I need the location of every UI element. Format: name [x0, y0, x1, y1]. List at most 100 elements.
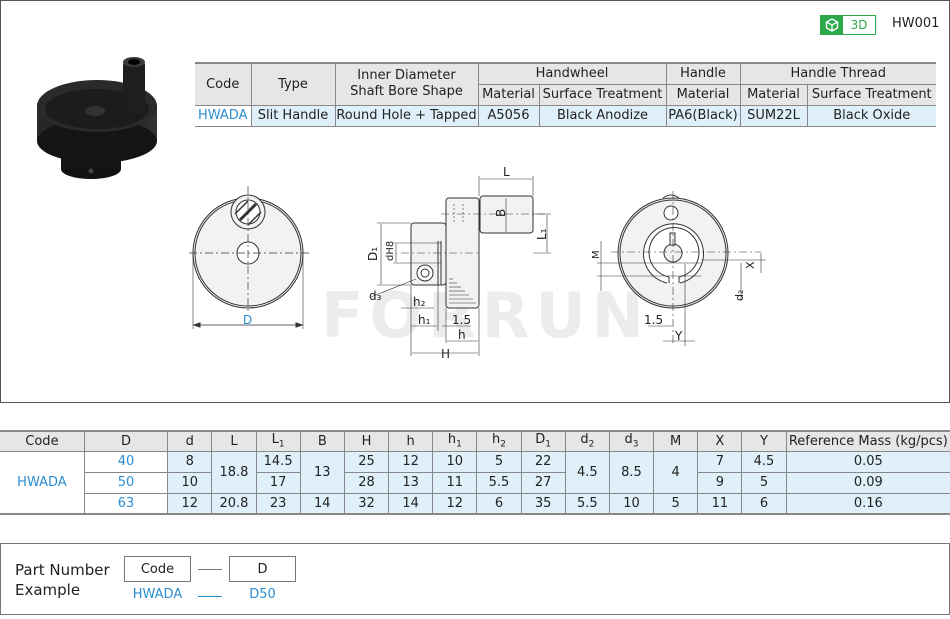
cell-thread-surface: Black Oxide: [806, 104, 936, 127]
example-separator: [198, 596, 222, 597]
cell-d2: 5.5: [564, 492, 610, 515]
code-link[interactable]: HWADA: [195, 104, 252, 127]
header-handwheel: Handwheel: [477, 63, 667, 85]
cell-h: 12: [388, 450, 434, 473]
cell-Y: 4.5: [741, 450, 787, 473]
svg-text:h₂: h₂: [413, 295, 426, 309]
cell-B: 14: [299, 492, 345, 515]
code-field: Code: [124, 556, 191, 582]
example-code: HWADA: [132, 587, 183, 602]
cell-D1: 22: [520, 450, 566, 473]
svg-text:L: L: [503, 165, 510, 179]
svg-text:M: M: [591, 250, 602, 259]
dim-header-row: Code D d L L1 B H h h1 h2 D1 d2 d3 M X Y…: [0, 430, 950, 452]
separator: [198, 569, 222, 570]
cell-d3: 10: [608, 492, 655, 515]
table-row: HWADA 40 8 18.8 14.5 13 25 12 10 5 22 4.…: [0, 450, 950, 515]
d-value-link[interactable]: 50: [84, 471, 169, 494]
header-handle-thread: Handle Thread: [739, 63, 936, 85]
cell-thread-material: SUM22L: [739, 104, 808, 127]
part-number-example: Part Number Example Code D HWADA D50: [0, 543, 950, 615]
d-value-link[interactable]: 63: [84, 492, 169, 515]
cell-L1: 14.5: [255, 450, 301, 473]
header-code: Code: [195, 63, 252, 106]
header-handwheel-surface: Surface Treatment: [538, 84, 667, 106]
cell-d: 12: [167, 492, 213, 515]
dimension-table: Code D d L L1 B H h h1 h2 D1 d2 d3 M X Y…: [0, 430, 950, 515]
cell-L: 20.8: [211, 492, 257, 515]
header-h2: h2: [476, 430, 522, 452]
header-mass: Reference Mass (kg/pcs): [785, 430, 950, 452]
cell-d3: 8.5: [608, 450, 655, 494]
d-value-link[interactable]: 40: [83, 450, 169, 473]
cell-X: 11: [697, 492, 743, 515]
cell-H: 28: [343, 471, 390, 494]
header-X: X: [697, 430, 743, 452]
cell-h2: 5.5: [476, 471, 522, 494]
header-thread-surface: Surface Treatment: [806, 84, 936, 106]
cell-D1: 27: [520, 471, 566, 494]
spec-table: Code Type Inner Diameter Shaft Bore Shap…: [195, 62, 936, 127]
table-row: 63 12 20.8 23 14 32 14 12 6 35 5.5 10 5 …: [0, 492, 950, 515]
cell-h: 14: [388, 492, 434, 515]
technical-drawing: D L B L₁ D₁ dH8 d₃ h₂ h₁ 1.5 h H M X d₂ …: [189, 165, 766, 361]
svg-text:1.5: 1.5: [644, 313, 663, 327]
header-d2: d2: [564, 430, 610, 452]
cell-h2: 6: [476, 492, 522, 515]
part-number-label: Part Number Example: [15, 561, 110, 599]
table-row: 50 10 17 28 13 11 5.5 27 9 5 0.09: [0, 471, 950, 494]
cell-type: Slit Handle: [250, 104, 336, 127]
product-info-panel: 3D HW001 Code Type: [0, 0, 950, 403]
svg-text:d₂: d₂: [733, 290, 746, 301]
cell-D1: 35: [520, 492, 566, 515]
cell-M: 4: [653, 450, 699, 494]
cell-H: 32: [343, 492, 390, 515]
svg-text:X: X: [744, 261, 757, 269]
svg-text:B: B: [494, 209, 508, 217]
svg-text:h₁: h₁: [418, 313, 431, 327]
cell-mass: 0.05: [785, 450, 950, 473]
header-D: D: [83, 430, 169, 452]
product-image: [29, 51, 177, 183]
header-d: d: [167, 430, 213, 452]
header-d3: d3: [608, 430, 655, 452]
header-Y: Y: [741, 430, 787, 452]
svg-text:h: h: [458, 328, 466, 342]
cell-mass: 0.16: [785, 492, 950, 515]
cell-Y: 6: [741, 492, 787, 515]
header-h: h: [388, 430, 434, 452]
cell-M: 5: [653, 492, 699, 515]
example-d: D50: [249, 587, 276, 602]
header-handle-material: Material: [665, 84, 741, 106]
cell-L1: 23: [255, 492, 301, 515]
header-L1: L1: [255, 430, 301, 452]
code-link[interactable]: HWADA: [0, 450, 85, 515]
svg-text:1.5: 1.5: [452, 313, 471, 327]
view-3d-button[interactable]: 3D: [820, 15, 876, 35]
cell-d: 8: [167, 450, 213, 473]
cube-icon: [821, 16, 843, 34]
header-handle: Handle: [665, 63, 741, 85]
svg-text:D: D: [243, 313, 252, 327]
header-handwheel-material: Material: [478, 84, 540, 106]
cell-handwheel-surface: Black Anodize: [538, 104, 667, 127]
cell-bore-shape: Round Hole + Tapped: [334, 104, 479, 127]
cell-h1: 10: [432, 450, 478, 473]
cell-d: 10: [167, 471, 213, 494]
svg-text:D₁: D₁: [366, 247, 380, 261]
table-row: HWADA Slit Handle Round Hole + Tapped A5…: [195, 104, 936, 127]
header-H: H: [343, 430, 390, 452]
cell-Y: 5: [741, 471, 787, 494]
svg-text:L₁: L₁: [535, 228, 549, 240]
cell-B: 13: [299, 450, 345, 494]
d-field: D: [229, 556, 296, 582]
cell-X: 9: [697, 471, 743, 494]
view-3d-label: 3D: [850, 18, 868, 32]
cell-d2: 4.5: [564, 450, 610, 494]
svg-text:Y: Y: [674, 329, 683, 343]
header-type: Type: [250, 63, 336, 106]
cell-L1: 17: [255, 471, 301, 494]
cell-h1: 12: [432, 492, 478, 515]
header-h1: h1: [432, 430, 478, 452]
svg-text:d₃: d₃: [369, 289, 382, 303]
